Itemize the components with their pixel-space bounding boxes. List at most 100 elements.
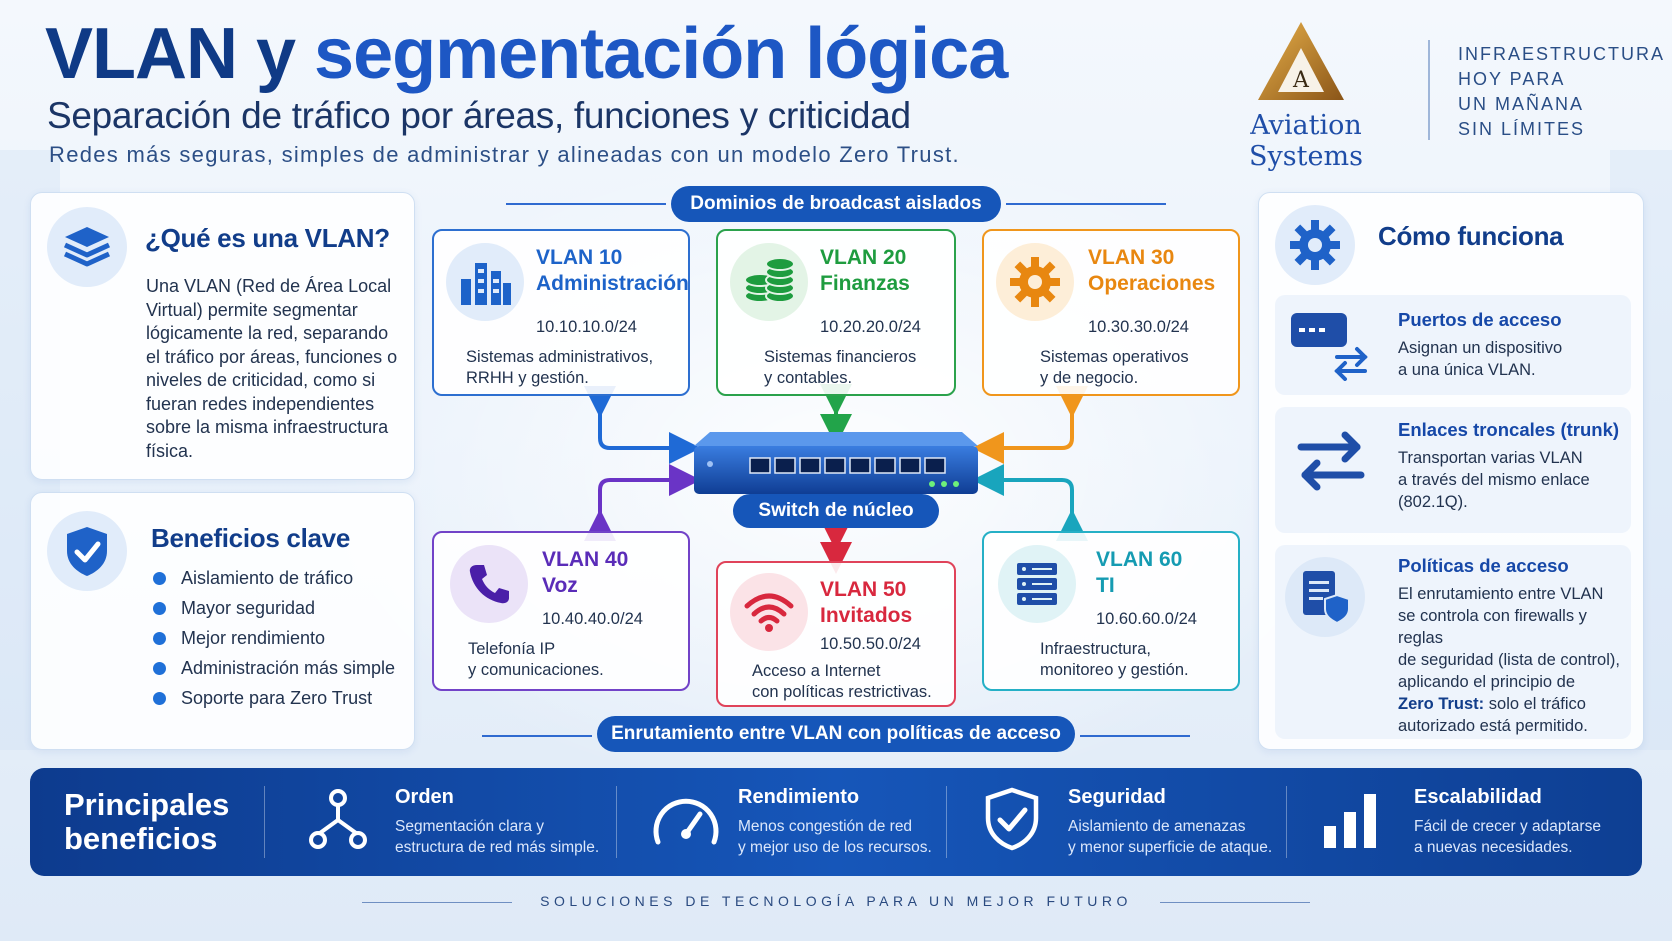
- hierarchy-icon: [308, 788, 368, 857]
- vlan-title: VLAN 10 Administración: [536, 245, 689, 297]
- vlan-subnet: 10.40.40.0/24: [542, 610, 643, 628]
- network-diagram-connections: [584, 384, 1088, 574]
- how-it-works-card: Cómo funciona Puertos de acceso Asignan …: [1258, 192, 1644, 750]
- how-item-line: (802.1Q).: [1398, 493, 1468, 511]
- slogan-line: SIN LÍMITES: [1458, 119, 1586, 139]
- vlan-description: Sistemas administrativos,RRHH y gestión.: [466, 347, 653, 389]
- list-item: Aislamiento de tráfico: [151, 563, 395, 593]
- main-benefits-title-line: beneficios: [64, 821, 218, 856]
- access-port-icon: [1291, 311, 1371, 386]
- vlan-name: Operaciones: [1088, 272, 1216, 295]
- list-item: Soporte para Zero Trust: [151, 683, 395, 713]
- policy-document-icon: [1285, 557, 1365, 637]
- how-item-text: Asignan un dispositivo a una única VLAN.: [1398, 337, 1562, 381]
- footer-line: [1160, 902, 1310, 903]
- speedometer-icon: [650, 790, 722, 855]
- vlan-desc-line: Telefonía IP: [468, 640, 556, 658]
- benefit-line: Fácil de crecer y adaptarse: [1414, 818, 1601, 835]
- logo-name: Aviation Systems: [1249, 110, 1363, 172]
- page-subtitle: Separación de tráfico por áreas, funcion…: [47, 95, 911, 136]
- gear-icon: [996, 243, 1074, 321]
- how-item-title: Políticas de acceso: [1398, 555, 1569, 576]
- benefit-line: y menor superficie de ataque.: [1068, 839, 1273, 856]
- benefit-text: Aislamiento de amenazas y menor superfici…: [1068, 816, 1272, 858]
- how-item-line: aplicando el principio de: [1398, 673, 1576, 691]
- how-item-line: a través del mismo enlace: [1398, 471, 1590, 489]
- zero-trust-rest: solo el tráfico: [1484, 695, 1586, 713]
- vlan-description: Sistemas operativos y de negocio.: [1040, 347, 1189, 389]
- swap-arrows-icon: [1295, 429, 1367, 498]
- vertical-separator: [616, 786, 617, 858]
- vlan-name: Voz: [542, 574, 578, 597]
- vlan-name: Finanzas: [820, 272, 910, 295]
- how-item-line: Transportan varias VLAN: [1398, 449, 1583, 467]
- how-item-line: se controla con firewalls y reglas: [1398, 607, 1587, 647]
- footer-tagline: SOLUCIONES DE TECNOLOGÍA PARA UN MEJOR F…: [540, 893, 1132, 909]
- key-benefits-list: Aislamiento de tráfico Mayor seguridad M…: [151, 563, 395, 713]
- how-item-line: Asignan un dispositivo: [1398, 339, 1563, 357]
- vlan-number: VLAN 30: [1088, 246, 1175, 269]
- vlan-desc-line: y de negocio.: [1040, 369, 1139, 387]
- vlan-description: Telefonía IP y comunicaciones.: [468, 639, 604, 681]
- list-item: Administración más simple: [151, 653, 395, 683]
- vlan-number: VLAN 40: [542, 548, 629, 571]
- divider-line: [482, 735, 592, 737]
- what-is-vlan-text: Una VLAN (Red de Área Local Virtual) per…: [146, 276, 398, 461]
- how-item-line: El enrutamiento entre VLAN: [1398, 585, 1604, 603]
- vlan-subnet: 10.20.20.0/24: [820, 318, 921, 336]
- vlan-40-card: VLAN 40 Voz 10.40.40.0/24 Telefonía IP y c…: [432, 531, 690, 691]
- layers-icon: [47, 207, 127, 287]
- shield-check-icon: [47, 511, 127, 591]
- how-item-title: Enlaces troncales (trunk): [1398, 419, 1620, 440]
- vlan-10-card: VLAN 10 Administración 10.10.10.0/24 Sist…: [432, 229, 690, 396]
- vlan-desc-line: y comunicaciones.: [468, 661, 604, 679]
- broadcast-domains-label: Dominios de broadcast aislados: [671, 186, 1001, 222]
- inter-vlan-routing-label: Enrutamiento entre VLAN con políticas de…: [597, 716, 1075, 752]
- access-ports-item: Puertos de acceso Asignan un dispositivo…: [1275, 295, 1631, 395]
- vertical-separator: [264, 786, 265, 858]
- vlan-name: TI: [1096, 574, 1115, 597]
- core-switch-label: Switch de núcleo: [733, 494, 939, 528]
- how-item-line: a una única VLAN.: [1398, 361, 1536, 379]
- vlan-desc-line: Sistemas administrativos,: [466, 348, 654, 366]
- benefit-line: Aislamiento de amenazas: [1068, 818, 1246, 835]
- vlan-desc-line: monitoreo y gestión.: [1040, 661, 1189, 679]
- how-item-line: autorizado está permitido.: [1398, 717, 1588, 735]
- vlan-desc-line: y contables.: [764, 369, 853, 387]
- benefit-text: Segmentación clara y estructura de red má…: [395, 816, 599, 858]
- vlan-name: Invitados: [820, 604, 913, 627]
- what-is-vlan-card: ¿Qué es una VLAN? Una VLAN (Red de Área …: [30, 192, 415, 480]
- benefit-title: Seguridad: [1068, 786, 1166, 808]
- how-it-works-title: Cómo funciona: [1378, 221, 1564, 251]
- gear-icon: [1275, 205, 1355, 285]
- benefit-line: Menos congestión de red: [738, 818, 913, 835]
- benefit-line: estructura de red más simple.: [395, 839, 600, 856]
- vlan-name: Administración: [536, 272, 689, 295]
- zero-trust-bold: Zero Trust:: [1398, 695, 1485, 713]
- what-is-vlan-title: ¿Qué es una VLAN?: [145, 223, 390, 253]
- vlan-desc-line: Acceso a Internet: [752, 662, 881, 680]
- key-benefits-card: Beneficios clave Aislamiento de tráfico …: [30, 492, 415, 750]
- vlan-number: VLAN 10: [536, 246, 623, 269]
- benefit-title: Rendimiento: [738, 786, 860, 808]
- vlan-desc-line: Sistemas operativos: [1040, 348, 1189, 366]
- coins-icon: [730, 243, 808, 321]
- benefit-line: y mejor uso de los recursos.: [738, 839, 932, 856]
- server-icon: [998, 545, 1076, 623]
- vlan-subnet: 10.10.10.0/24: [536, 318, 637, 336]
- benefit-line: Segmentación clara y: [395, 818, 545, 835]
- vlan-subnet: 10.60.60.0/24: [1096, 610, 1197, 628]
- logo-divider: [1428, 40, 1430, 140]
- slogan-line: INFRAESTRUCTURA: [1458, 44, 1666, 64]
- building-icon: [446, 243, 524, 321]
- benefit-text: Menos congestión de red y mejor uso de lo…: [738, 816, 932, 858]
- phone-icon: [450, 545, 528, 623]
- title-part-2: segmentación lógica: [314, 14, 1008, 94]
- wifi-icon: [730, 573, 808, 651]
- slogan-line: HOY PARA: [1458, 69, 1566, 89]
